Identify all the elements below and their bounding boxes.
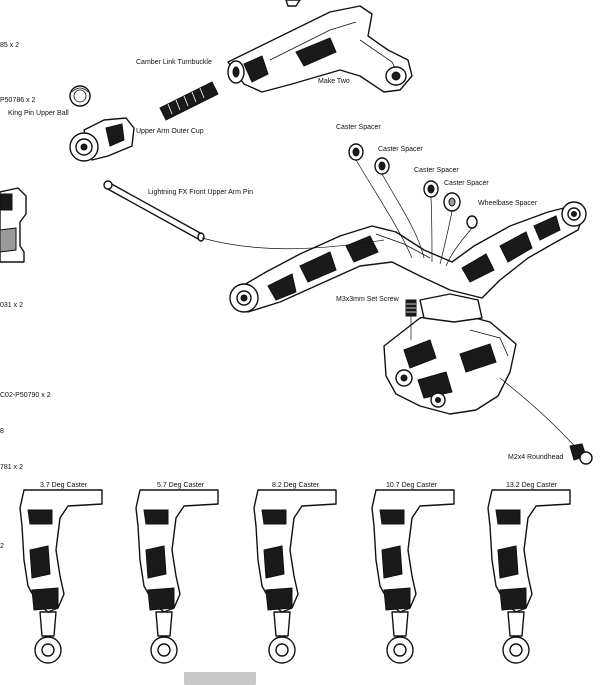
caster-knuckle-2 [135, 489, 219, 664]
make-two-label: Make Two [318, 78, 350, 85]
roundhead-screw [569, 443, 593, 465]
caster-spacers [348, 143, 461, 212]
upper-arm-pin [103, 180, 205, 242]
caster-spacer-label-2: Caster Spacer [378, 146, 423, 153]
partial-qty-top-label: 85 x 2 [0, 42, 20, 49]
set-screw-label: M3x3mm Set Screw [336, 296, 399, 303]
horizontal-scrollbar-thumb[interactable] [184, 672, 256, 685]
partial-part-number-50790-label: C02-P50790 x 2 [0, 392, 51, 399]
partial-2-label: 2 [0, 543, 4, 550]
wheelbase-spacer [466, 215, 478, 229]
upper-arm-assembly [229, 201, 587, 313]
caster-knuckle-1 [19, 489, 103, 664]
wheelbase-spacer-label: Wheelbase Spacer [478, 200, 538, 207]
camber-link-turnbuckle [227, 0, 413, 93]
partial-8-label: 8 [0, 428, 4, 435]
partial-left-part [0, 187, 27, 263]
caster-spacer-label-1: Caster Spacer [336, 124, 381, 131]
partial-part-number-kingpin-label: P50786 x 2 [0, 97, 36, 104]
caster-option-label-2: 5.7 Deg Caster [157, 482, 205, 489]
caster-spacer-label-4: Caster Spacer [444, 180, 489, 187]
caster-knuckle-4 [371, 489, 455, 664]
caster-knuckle-5 [487, 489, 571, 664]
roundhead-screw-label: M2x4 Roundhead [508, 454, 564, 461]
caster-option-label-3: 8.2 Deg Caster [272, 482, 320, 489]
threaded-rod [159, 81, 219, 121]
partial-qty-781-label: 781 x 2 [0, 464, 23, 471]
leader-lines [201, 159, 581, 453]
spindle-block [383, 293, 517, 415]
caster-knuckle-3 [253, 489, 337, 664]
caster-option-label-1: 3.7 Deg Caster [40, 482, 88, 489]
king-pin-upper-ball-label: King Pin Upper Ball [8, 110, 69, 117]
upper-arm-outer-cup [69, 117, 135, 162]
partial-qty-031-label: 031 x 2 [0, 302, 23, 309]
caster-spacer-label-3: Caster Spacer [414, 167, 459, 174]
caster-option-label-4: 10.7 Deg Caster [386, 482, 437, 489]
upper-arm-outer-cup-label: Upper Arm Outer Cup [136, 128, 204, 135]
upper-arm-pin-label: Lightning FX Front Upper Arm Pin [148, 189, 254, 196]
caster-option-label-5: 13.2 Deg Caster [506, 482, 557, 489]
set-screw [405, 299, 417, 340]
king-pin-upper-ball [69, 85, 91, 107]
camber-link-turnbuckle-label: Camber Link Turnbuckle [136, 59, 212, 66]
caster-knuckle-variants [19, 489, 571, 664]
